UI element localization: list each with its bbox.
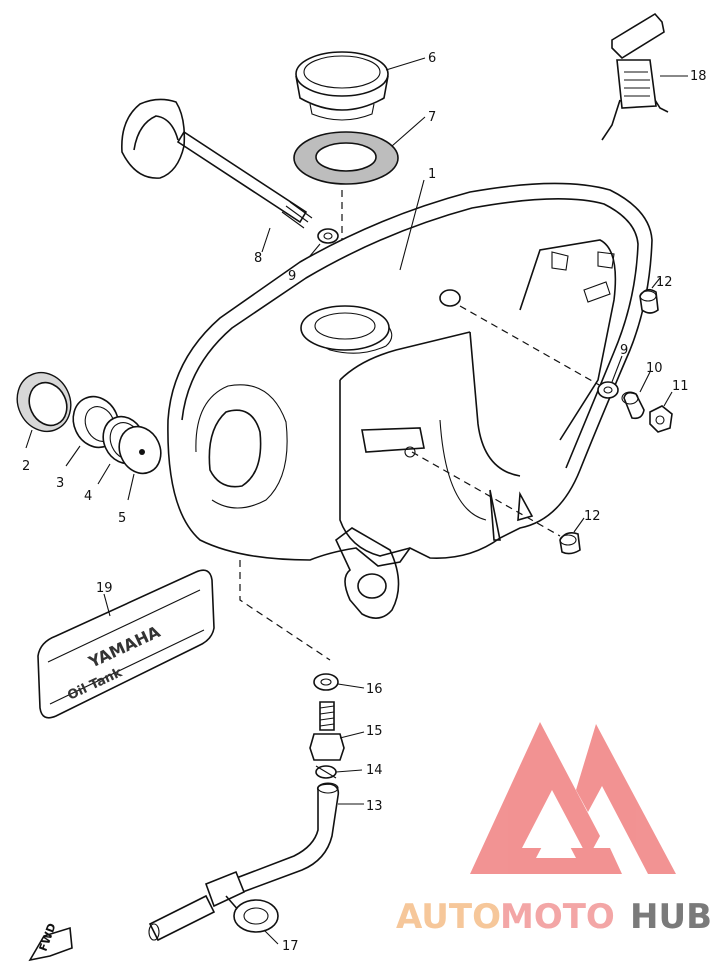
part-13-oil-hose (148, 782, 364, 942)
part-16-washer (313, 673, 365, 691)
callout-9-upper: 9 (288, 269, 296, 284)
assembly-axis-drain (239, 560, 331, 661)
part-11-nut (649, 391, 673, 433)
callout-7: 7 (428, 110, 436, 125)
callout-1: 1 (428, 167, 436, 182)
part-9-washer-right (597, 355, 623, 399)
assembly-axis-bolt-upper (459, 305, 609, 391)
callout-14: 14 (366, 763, 383, 778)
watermark-auto: AUTO (396, 897, 501, 937)
callout-16: 16 (366, 682, 383, 697)
part-5-cap-disc (118, 425, 162, 501)
watermark-hub: HUB (630, 897, 712, 937)
fwd-direction-marker: FWD (28, 922, 73, 962)
part-12-grommet-upper (639, 277, 661, 314)
watermark-wordmark: AUTO MOTO HUB (396, 897, 712, 937)
callout-18: 18 (690, 69, 707, 84)
callout-8: 8 (254, 251, 262, 266)
part-18-bracket-clip (601, 12, 688, 141)
watermark-logo (470, 722, 676, 874)
callout-labels: 1 2 3 4 5 6 7 8 9 9 10 11 12 12 13 14 15… (22, 51, 707, 954)
callout-6: 6 (428, 51, 436, 66)
watermark-triangle-mark-2 (576, 724, 676, 874)
callout-2: 2 (22, 459, 30, 474)
watermark-triangle-mark (470, 722, 622, 874)
part-10-spacer (621, 371, 651, 420)
part-17-banjo-fitting (225, 895, 279, 945)
part-12-grommet-lower (559, 517, 585, 555)
callout-4: 4 (84, 489, 92, 504)
callout-15: 15 (366, 724, 383, 739)
part-8-dipstick (121, 98, 313, 253)
callout-9-right: 9 (620, 343, 628, 358)
callout-19: 19 (96, 581, 113, 596)
callout-12-upper: 12 (656, 275, 673, 290)
callout-3: 3 (56, 476, 64, 491)
part-7-gasket (293, 116, 426, 185)
callout-12-lower: 12 (584, 509, 601, 524)
part-2-grommet-ring (16, 371, 72, 449)
part-14-clip (315, 765, 363, 779)
callout-13: 13 (366, 799, 383, 814)
assembly-axis-bolt-lower (411, 451, 561, 537)
callout-10: 10 (646, 361, 663, 376)
part-1-oil-tank (167, 179, 653, 619)
callout-11: 11 (672, 379, 689, 394)
part-6-filler-cap (295, 51, 426, 121)
part-19-emblem: YAMAHA Oil Tank (37, 569, 215, 719)
callout-5: 5 (118, 511, 126, 526)
part-15-drain-fitting (309, 701, 365, 761)
callout-17: 17 (282, 939, 299, 954)
watermark-moto: MOTO (500, 897, 615, 937)
